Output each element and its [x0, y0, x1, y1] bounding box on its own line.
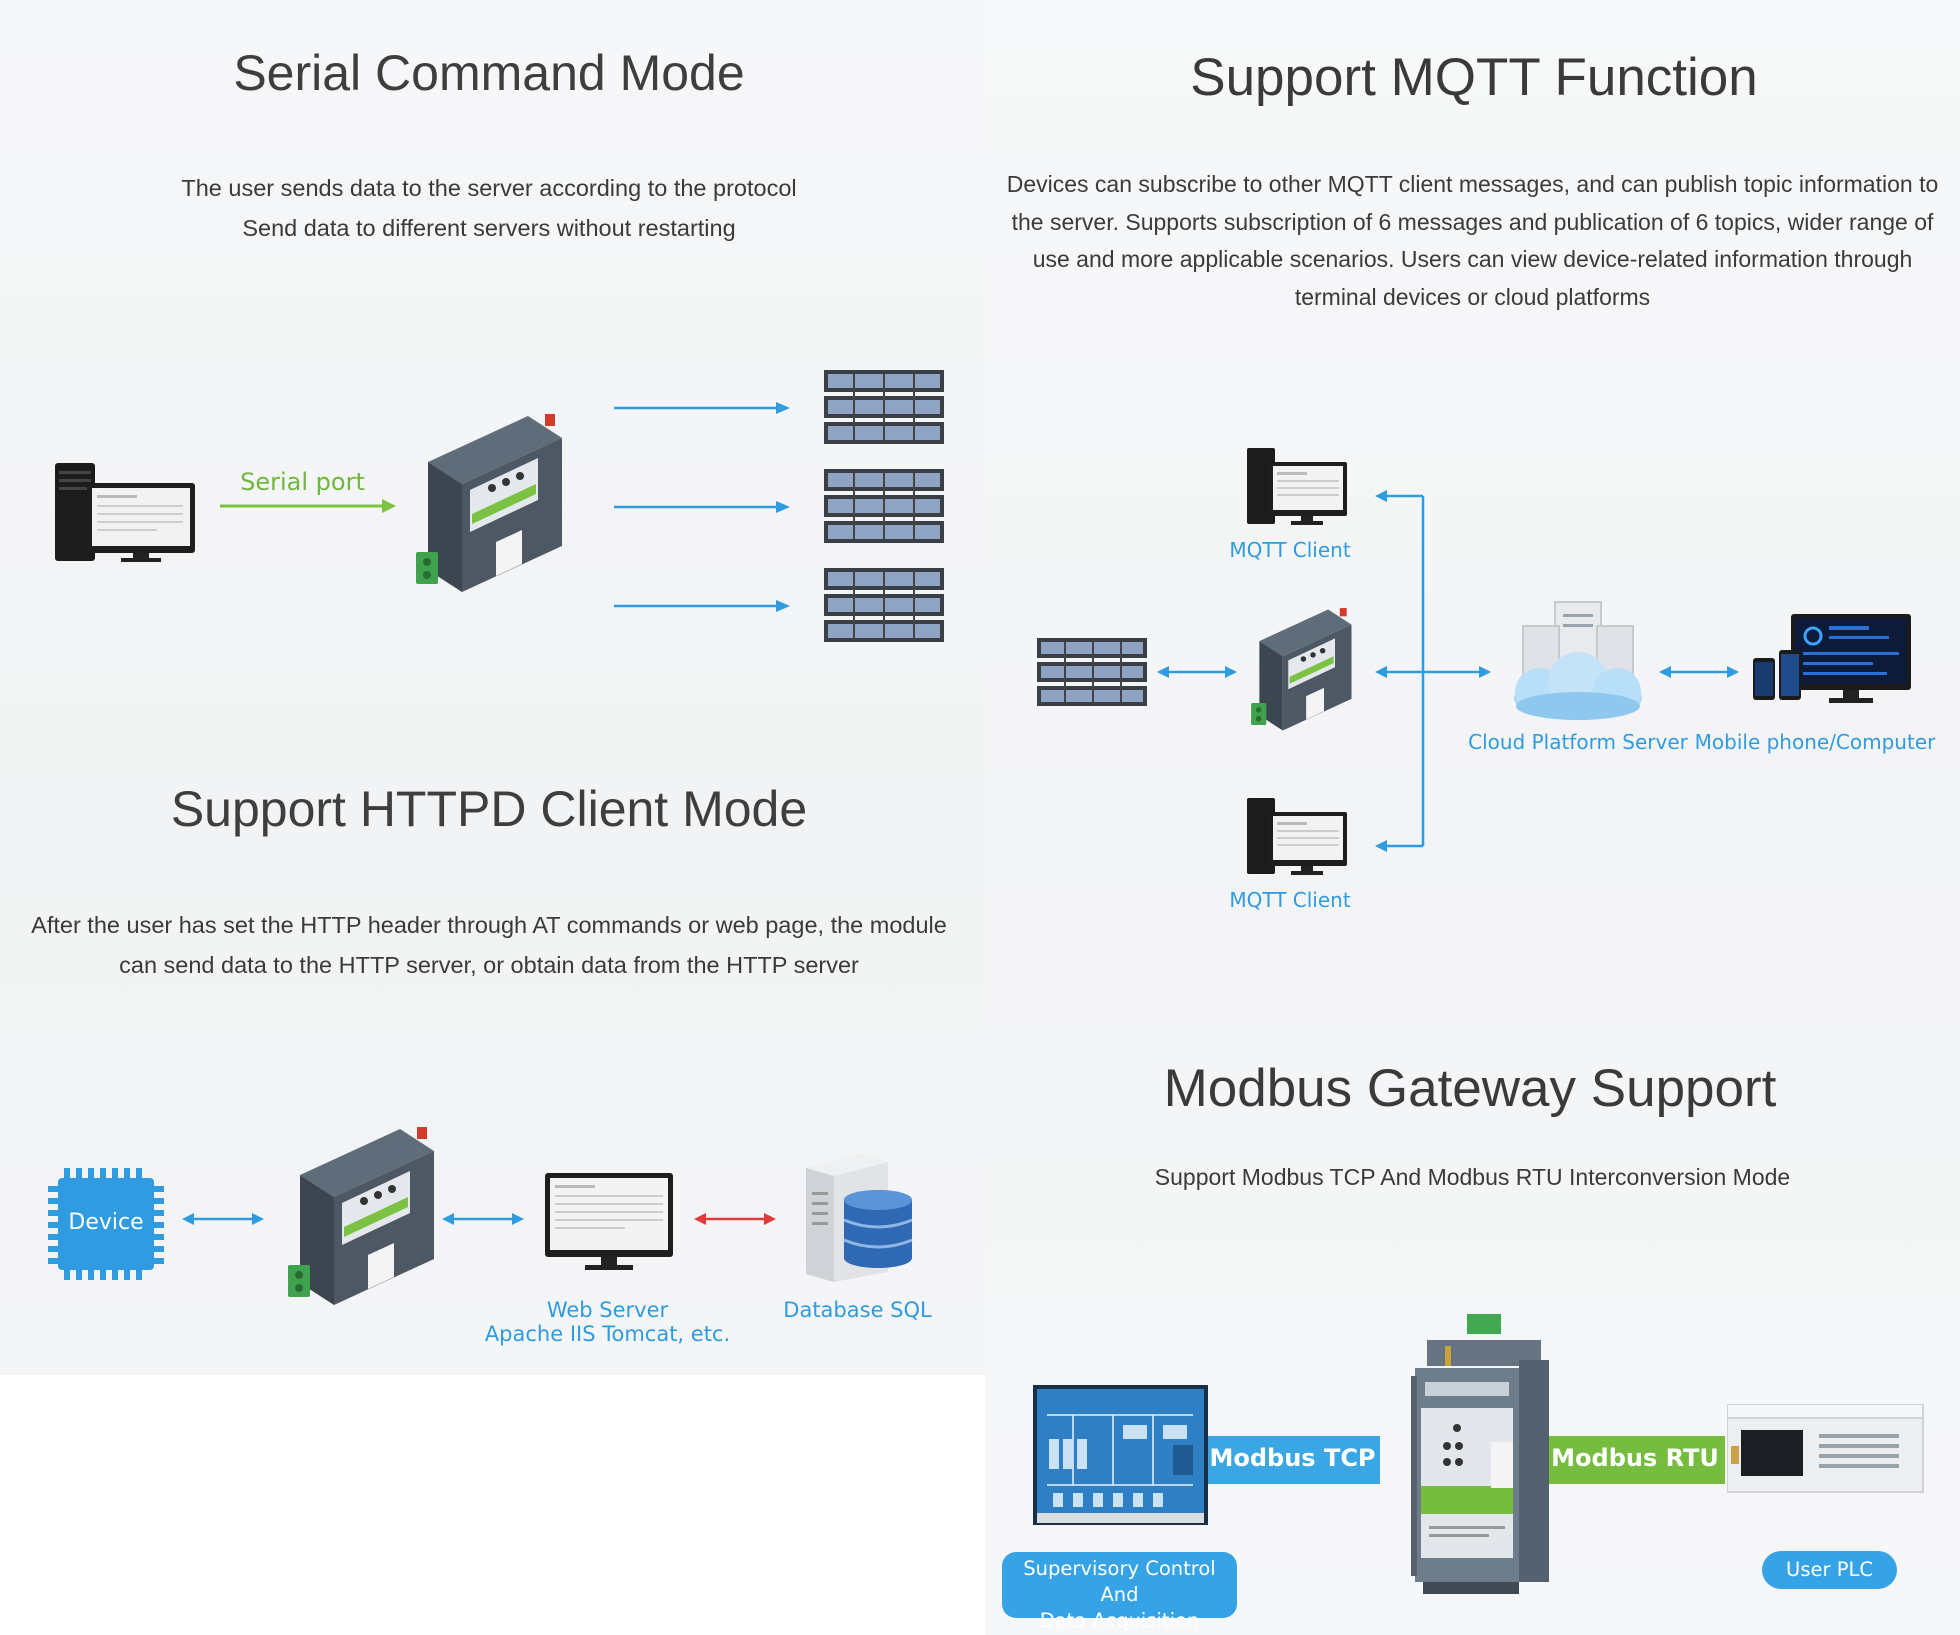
httpd-gateway-device [282, 1125, 442, 1315]
mqtt-description: Devices can subscribe to other MQTT clie… [985, 166, 1960, 316]
serial-line-2: Send data to different servers without r… [242, 215, 736, 241]
mqtt-line-1: Devices can subscribe to other MQTT clie… [1006, 171, 1939, 197]
modbus-gateway-device [1393, 1312, 1553, 1602]
serial-line-1: The user sends data to the server accord… [181, 175, 797, 201]
device-label: Device [68, 1210, 144, 1235]
cloud-to-mobile-arrow [1657, 662, 1741, 682]
user-plc-label: User PLC [1786, 1558, 1873, 1581]
scada-label-line-2: Data Acquisition [1039, 1609, 1200, 1632]
httpd-description: After the user has set the HTTP header t… [0, 905, 978, 985]
httpd-title: Support HTTPD Client Mode [170, 781, 808, 837]
serial-port-arrow [218, 496, 398, 516]
server-rack-icon-3 [824, 566, 944, 644]
mqtt-client-bottom-pc-icon [1247, 796, 1347, 878]
httpd-line-1: After the user has set the HTTP header t… [31, 912, 947, 938]
server-rack-icon-1 [824, 368, 944, 446]
scada-label: Supervisory Control And Data Acquisition [1002, 1556, 1237, 1634]
user-plc-label-pill [1762, 1551, 1897, 1589]
serial-title: Serial Command Mode [233, 45, 745, 101]
mobile-computer-icon [1753, 612, 1913, 712]
mqtt-bracket-connector [1373, 480, 1493, 864]
cloud-server-label: Cloud Platform Server [1468, 730, 1688, 754]
serial-pc-icon [55, 463, 195, 563]
serial-arrow-3 [612, 596, 792, 616]
mqtt-client-top-pc-icon [1247, 446, 1347, 528]
cloud-server-icon [1503, 598, 1653, 726]
user-plc-icon [1727, 1404, 1927, 1500]
database-label: Database SQL [783, 1298, 932, 1322]
device-to-module-arrow [180, 1209, 266, 1229]
scada-screen-icon [1033, 1385, 1208, 1525]
mqtt-client-top-label: MQTT Client [1229, 538, 1351, 562]
server-rack-icon-2 [824, 467, 944, 545]
mqtt-title: Support MQTT Function [1190, 48, 1758, 107]
serial-arrow-2 [612, 497, 792, 517]
httpd-line-2: can send data to the HTTP server, or obt… [119, 952, 859, 978]
mqtt-line-4: terminal devices or cloud platforms [1294, 283, 1651, 310]
web-server-label-line-2: Apache IIS Tomcat, etc. [484, 1322, 731, 1346]
right-panel: Support MQTT Function Devices can subscr… [985, 0, 1960, 1635]
mobile-computer-label: Mobile phone/Computer [1694, 730, 1936, 754]
modbus-tcp-band [1205, 1436, 1380, 1484]
scada-label-line-1: Supervisory Control And [1023, 1557, 1216, 1606]
database-server-icon [800, 1148, 920, 1284]
mqtt-gateway-device [1247, 602, 1357, 742]
modbus-title: Modbus Gateway Support [1163, 1059, 1777, 1118]
web-server-monitor-icon [545, 1173, 675, 1273]
left-bottom-blank [0, 1375, 985, 1635]
scada-label-pill [1002, 1552, 1237, 1618]
mqtt-line-3: use and more applicable scenarios. Users… [1032, 246, 1913, 272]
web-server-label-line-1: Web Server [546, 1298, 669, 1322]
modbus-tcp-label: Modbus TCP [1209, 1444, 1376, 1472]
webserver-to-database-arrow [692, 1209, 778, 1229]
serial-port-label: Serial port [240, 468, 365, 496]
mqtt-line-2: the server. Supports subscription of 6 m… [1011, 208, 1934, 235]
mqtt-server-rack-icon [1037, 636, 1147, 708]
rack-to-module-arrow [1155, 662, 1239, 682]
serial-description: The user sends data to the server accord… [0, 168, 978, 248]
modbus-subtitle: Support Modbus TCP And Modbus RTU Interc… [1154, 1164, 1791, 1190]
modbus-rtu-label: Modbus RTU [1551, 1444, 1719, 1472]
serial-arrow-1 [612, 398, 792, 418]
module-to-webserver-arrow [440, 1209, 526, 1229]
mqtt-client-bottom-label: MQTT Client [1229, 888, 1351, 912]
serial-gateway-device [410, 412, 570, 602]
web-server-label: Web Server Apache IIS Tomcat, etc. [480, 1298, 735, 1346]
device-chip-icon [48, 1168, 164, 1280]
modbus-rtu-band [1545, 1436, 1725, 1484]
left-panel: Serial Command Mode The user sends data … [0, 0, 985, 1375]
